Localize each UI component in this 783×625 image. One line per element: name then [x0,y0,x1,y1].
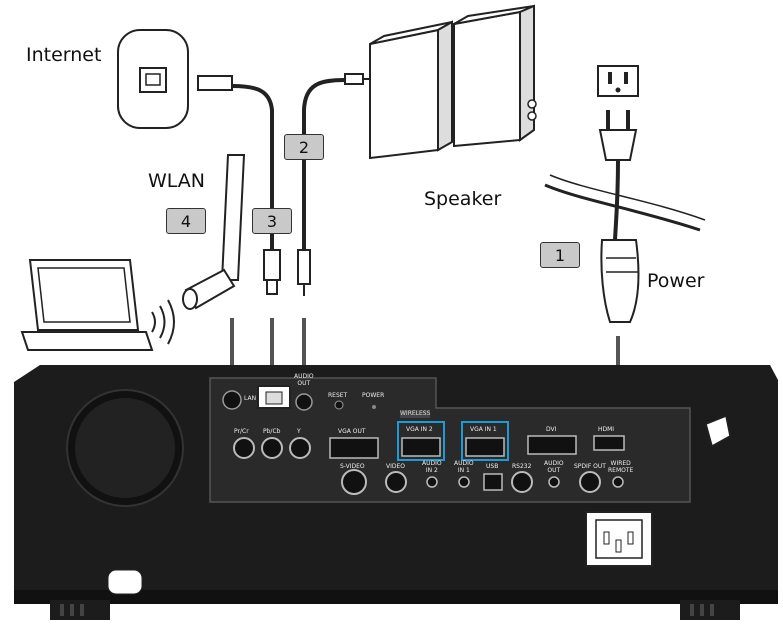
step-badge-power: 1 [540,242,580,268]
port-label-rs232: RS232 [512,463,532,470]
laptop-icon [20,259,154,351]
port-label-audio-out-2-top: AUDIO [544,460,564,467]
power-outlet-icon [597,65,639,97]
port-label-s-video: S-VIDEO [340,463,365,470]
port-label-pb-cb: Pb/Cb [263,428,281,435]
audio-cable [297,73,380,296]
power-inlet [585,511,653,567]
rear-panel [209,377,691,503]
wlan-label: WLAN [148,170,206,192]
ethernet-cable [197,75,281,295]
port-label-audio-in-2-top: AUDIO [422,460,442,467]
port-label-wired-remote: WIRED REMOTE [608,460,633,474]
port-label-audio-out-2: AUDIO OUT [544,460,564,474]
speaker-icon [369,4,537,160]
port-label-audio-in-1: AUDIO IN 1 [454,460,474,474]
port-label-audio-in-2: AUDIO IN 2 [422,460,442,474]
port-label-spdif-out: SPDIF OUT [574,463,606,470]
speaker-label: Speaker [424,188,502,210]
port-label-power-led: POWER [362,392,385,399]
port-label-pr-cr: Pr/Cr [234,428,249,435]
port-label-audio-out: AUDIO OUT [294,373,314,387]
step-badge-audio: 2 [284,134,324,160]
power-cord [544,110,706,323]
internet-wall-jack [117,29,189,129]
port-label-vga-out: VGA OUT [338,428,366,435]
port-label-wired-remote-top: WIRED [610,460,631,467]
port-label-y: Y [297,428,301,435]
port-label-usb: USB [486,463,499,470]
port-label-hdmi: HDMI [598,426,615,433]
port-label-audio-out-bottom: OUT [297,380,311,387]
step-badge-wlan: 4 [166,208,206,234]
port-label-audio-out-2-bottom: OUT [547,467,561,474]
port-label-audio-out-top: AUDIO [294,373,314,380]
port-label-dvi: DVI [546,426,557,433]
port-label-audio-in-1-top: AUDIO [454,460,474,467]
wireless-signal-icon [151,299,175,345]
port-label-vga-in-2: VGA IN 2 [406,426,433,433]
port-label-wired-remote-bottom: REMOTE [608,467,634,474]
port-label-wireless: WIRELESS [400,410,431,417]
port-label-audio-in-1-bottom: IN 1 [457,467,470,474]
port-label-audio-in-2-bottom: IN 2 [425,467,438,474]
port-label-reset: RESET [328,392,348,399]
port-label-lan: LAN [244,395,257,402]
step-badge-lan: 3 [252,208,292,234]
wlan-antenna-icon [182,154,246,310]
port-label-vga-in-1: VGA IN 1 [470,426,497,433]
power-label: Power [647,270,705,292]
internet-label: Internet [26,44,102,66]
port-label-video: VIDEO [386,463,406,470]
